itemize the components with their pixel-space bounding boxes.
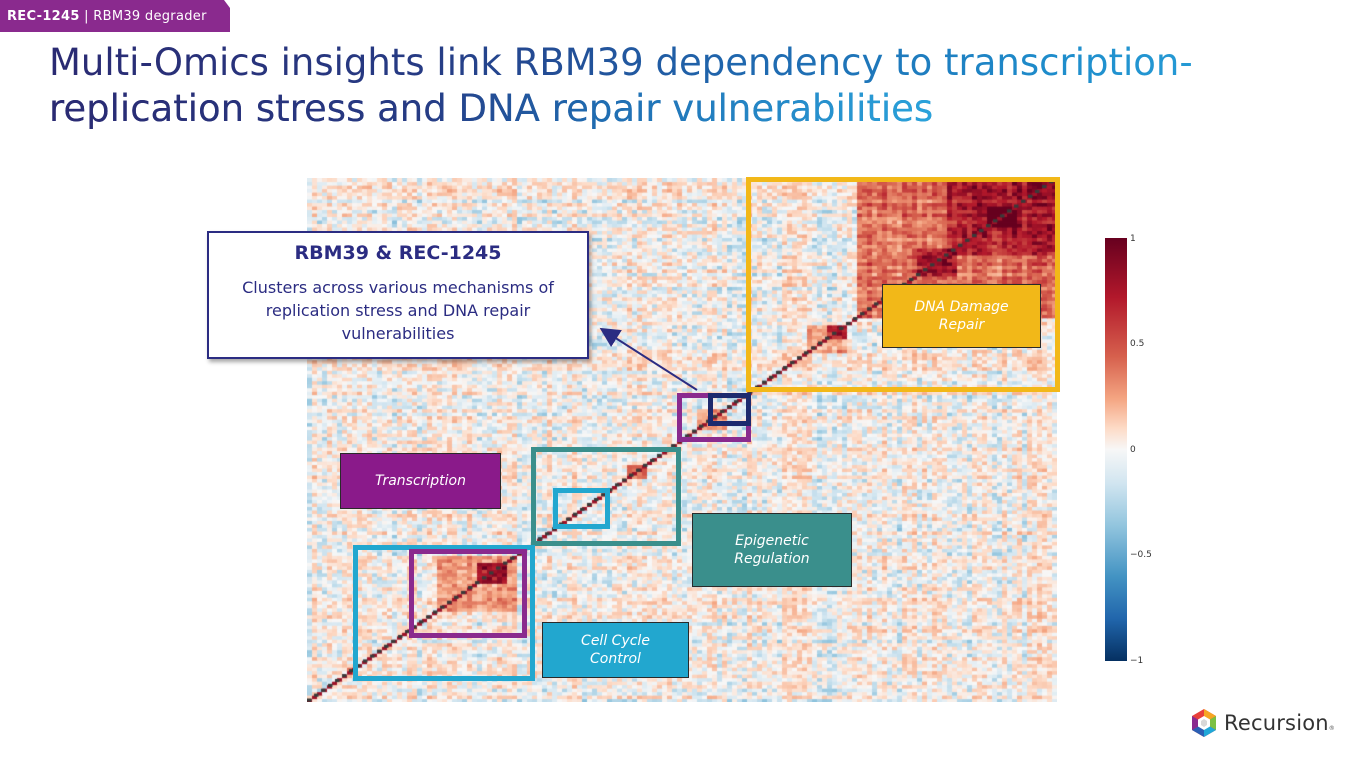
colorbar-tick: 1: [1130, 234, 1136, 244]
frame-epigenetic-regulation: [531, 447, 681, 546]
registered-mark: ®: [1328, 724, 1335, 732]
tag-description: RBM39 degrader: [93, 9, 207, 24]
label-transcription-text: Transcription: [374, 473, 466, 489]
frame-cell-cycle-small: [553, 488, 610, 529]
colorbar-tick: 0.5: [1130, 339, 1145, 349]
label-epigenetic-regulation: Epigenetic Regulation: [692, 513, 852, 587]
label-cell-cycle-control: Cell Cycle Control: [542, 622, 689, 678]
colorbar-tick: 0: [1130, 445, 1136, 455]
frame-transcription-large: [409, 549, 527, 638]
title-line-1: Multi-Omics insights link RBM39 dependen…: [49, 41, 1193, 84]
label-cell-cycle-control-text: Cell Cycle Control: [581, 633, 650, 667]
frame-cell-cycle-control: [353, 545, 535, 681]
recursion-hexagon-icon: [1192, 709, 1216, 737]
colorbar-tick: −0.5: [1130, 550, 1152, 560]
tag-separator: |: [79, 9, 94, 24]
label-dna-damage-repair: DNA Damage Repair: [882, 284, 1041, 348]
callout-body: Clusters across various mechanisms of re…: [242, 278, 554, 343]
frame-rbm39-cluster: [708, 393, 751, 426]
label-dna-damage-repair-text: DNA Damage Repair: [914, 299, 1009, 333]
label-epigenetic-regulation-text: Epigenetic Regulation: [734, 533, 810, 567]
recursion-wordmark: Recursion: [1224, 711, 1329, 735]
recursion-logo: Recursion ®: [1190, 708, 1335, 738]
rbm39-callout: RBM39 & REC-1245 Clusters across various…: [207, 231, 589, 359]
frame-dna-damage-repair: [746, 177, 1060, 392]
colorbar-tick: −1: [1130, 656, 1144, 666]
label-transcription: Transcription: [340, 453, 501, 509]
slide-title: Multi-Omics insights link RBM39 dependen…: [49, 40, 1299, 132]
colorbar: [1105, 238, 1127, 661]
callout-heading: RBM39 & REC-1245: [294, 242, 502, 264]
deck-section-tag: REC-1245 | RBM39 degrader: [0, 0, 230, 32]
compound-name: REC-1245: [7, 9, 80, 24]
title-line-2: replication stress and DNA repair vulner…: [49, 86, 939, 132]
